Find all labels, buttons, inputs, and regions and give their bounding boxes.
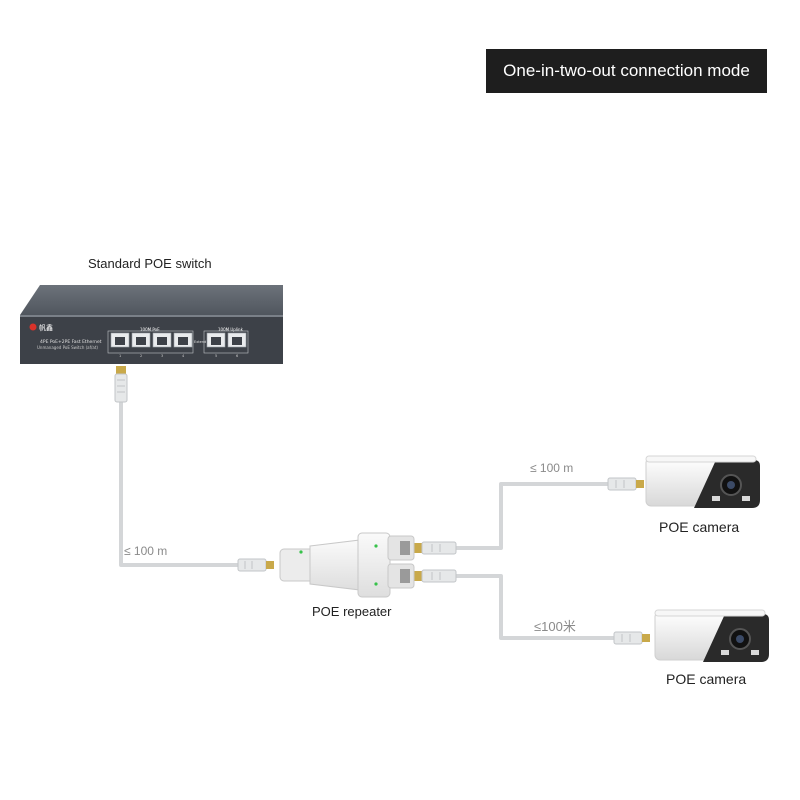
- port-number-6: 6: [236, 354, 238, 358]
- switch-label: Standard POE switch: [88, 256, 212, 271]
- brand-logo-icon: [29, 323, 37, 331]
- distance-repeater-camera1: ≤ 100 m: [530, 461, 574, 475]
- port-number-4: 4: [182, 354, 185, 358]
- uplink-group-label: 100M Uplink: [218, 327, 244, 332]
- rj45-connector-camera1: [607, 477, 644, 491]
- rj45-connector-camera2: [613, 631, 650, 645]
- rj45-connector-repeater-out2: [414, 569, 457, 583]
- cable-repeater-to-camera2: [453, 574, 620, 640]
- port-number-5: 5: [215, 354, 217, 358]
- port-number-3: 3: [161, 354, 163, 358]
- camera-2: [654, 609, 769, 662]
- rj45-connector-switch: [114, 366, 128, 403]
- camera2-label: POE camera: [666, 671, 747, 687]
- port-number-1: 1: [119, 354, 121, 358]
- distance-repeater-camera2: ≤100米: [534, 619, 576, 634]
- cable-repeater-to-camera1: [453, 482, 614, 550]
- extend-label: Extend: [194, 340, 206, 344]
- rj45-connector-repeater-in: [237, 558, 274, 572]
- poe-switch: 帆鑫 4PE PoE+2PE Fast Ethernet Unmanaged P…: [20, 285, 283, 364]
- poe-group-label: 100M PoE: [140, 327, 160, 332]
- cables: [119, 398, 620, 640]
- poe-repeater: [279, 532, 415, 598]
- camera1-label: POE camera: [659, 519, 740, 535]
- repeater-led-2: [374, 544, 378, 548]
- switch-model-line2: Unmanaged PoE Switch (af/at): [37, 345, 98, 350]
- camera-1: [645, 455, 760, 508]
- rj45-connector-repeater-out1: [414, 541, 457, 555]
- repeater-label: POE repeater: [312, 604, 392, 619]
- distance-switch-repeater: ≤ 100 m: [124, 544, 168, 558]
- cable-switch-to-repeater: [119, 398, 242, 567]
- diagram-title: One-in-two-out connection mode: [486, 49, 767, 93]
- repeater-led-1: [299, 550, 303, 554]
- switch-model-line1: 4PE PoE+2PE Fast Ethernet: [40, 339, 102, 345]
- switch-top: [20, 285, 283, 315]
- port-number-2: 2: [140, 354, 142, 358]
- switch-brand: 帆鑫: [39, 323, 53, 332]
- repeater-led-3: [374, 582, 378, 586]
